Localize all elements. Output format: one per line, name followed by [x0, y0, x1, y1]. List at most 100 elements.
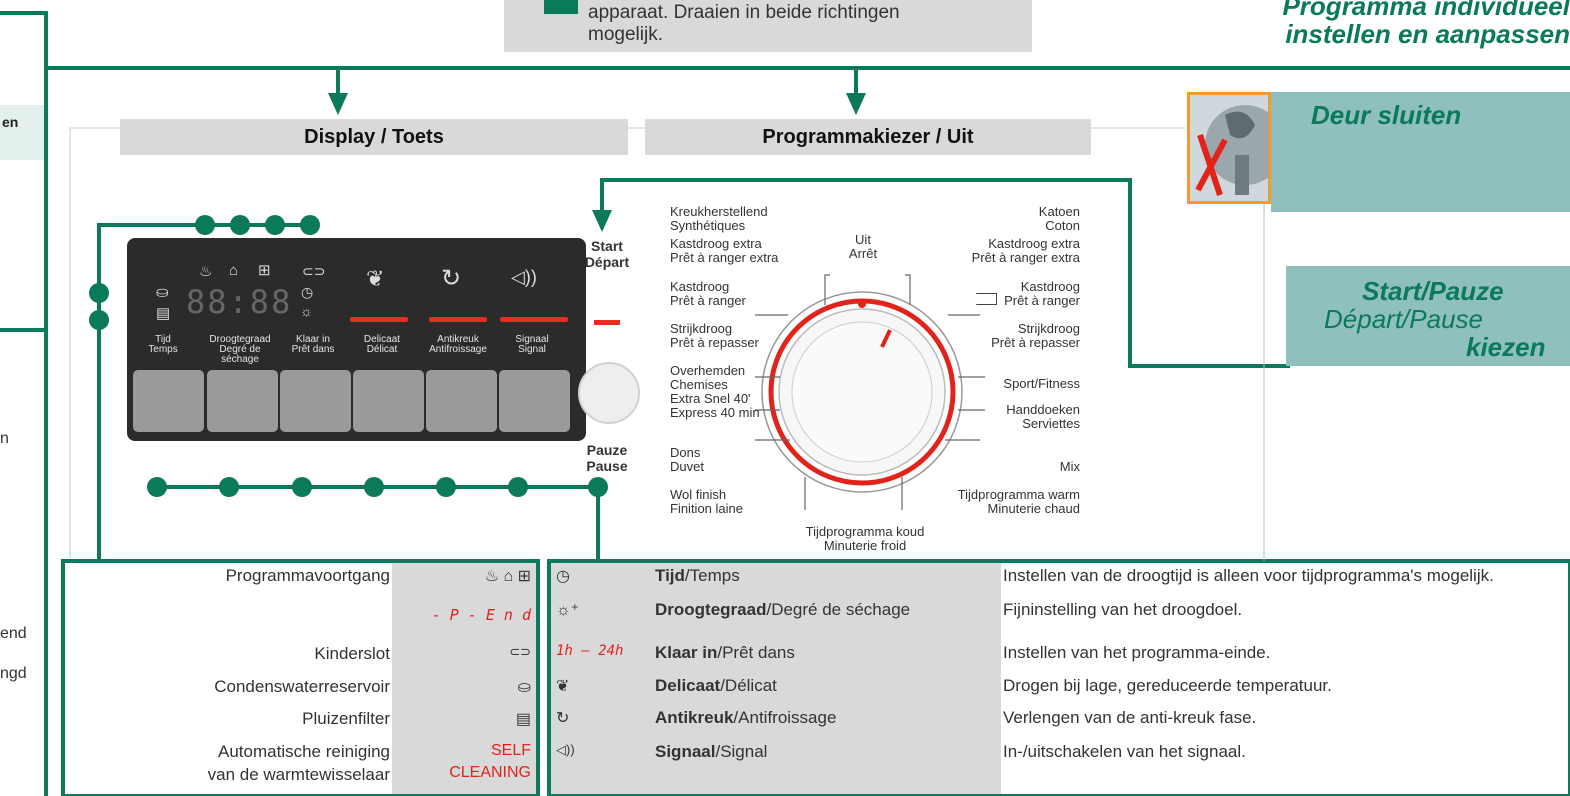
- cupboard-icon: ⊞: [258, 262, 271, 279]
- dial-bottom-fr: Minuterie froid: [823, 538, 907, 553]
- func-title-6: Signaal/Signal: [655, 742, 767, 762]
- func-title-3-rest: /Prêt dans: [717, 643, 795, 662]
- left-snippet-4: ngd: [0, 665, 27, 682]
- label-sechage: séchage: [221, 354, 259, 365]
- left-snippet-1: en: [2, 114, 19, 130]
- prog-r6-nl: Handdoeken: [1006, 402, 1080, 417]
- filter-icon: ▤: [156, 305, 171, 322]
- program-right-5[interactable]: Sport/Fitness: [1003, 377, 1080, 391]
- prog-l2-nl: Kastdroog extra: [670, 236, 762, 251]
- prog-l1-fr: Synthétiques: [670, 218, 746, 233]
- top-right-title-line2: instellen en aanpassen: [1285, 19, 1570, 49]
- program-right-7[interactable]: Mix: [1060, 460, 1080, 474]
- door-illustration-icon: [1195, 105, 1268, 196]
- status-label-1: Programmavoortgang: [225, 566, 390, 585]
- func-symbol-5: ↻: [556, 710, 570, 727]
- status-label-6b: van de warmtewisselaar: [207, 765, 390, 784]
- left-snippet-box: [0, 105, 44, 160]
- prog-r8-fr: Minuterie chaud: [987, 501, 1081, 516]
- pause-label-nl: Pauze: [586, 442, 628, 458]
- prog-l3-nl: Kastdroog: [670, 279, 730, 294]
- label-signal: Signal: [518, 344, 546, 355]
- func-title-5: Antikreuk/Antifroissage: [655, 708, 836, 728]
- header-program-text: Programmakiezer / Uit: [762, 126, 974, 148]
- prog-l5-nl: Overhemden: [670, 363, 746, 378]
- indicator-antikreuk: [429, 317, 487, 322]
- prog-l2-fr: Prêt à ranger extra: [670, 250, 779, 265]
- end-code: - P - E n d: [431, 606, 531, 624]
- door-box: Deur sluiten: [1271, 92, 1570, 212]
- func-title-5-bold: Antikreuk: [655, 708, 734, 727]
- func-title-2-bold: Droogtegraad: [655, 600, 767, 619]
- label-delicat: Délicat: [366, 344, 398, 355]
- water-tank-icon: ⛀: [156, 284, 169, 301]
- start-indicator: [594, 320, 620, 325]
- button-tijd[interactable]: [133, 370, 204, 432]
- filter-status-icon: ▤: [515, 711, 531, 728]
- top-right-title-line1: Programma individueel: [1282, 0, 1570, 21]
- prog-r2-nl: Kastdroog extra: [988, 236, 1080, 251]
- cleaning-text: CLEANING: [449, 764, 531, 781]
- start-pause-button[interactable]: [578, 362, 640, 424]
- iron-icon: ⌂: [229, 262, 239, 279]
- label-tijd: Tijd: [155, 334, 171, 345]
- key-status-icon: ⊂⊃: [509, 644, 531, 659]
- func-symbol-1: ◷: [556, 568, 570, 585]
- func-desc-5: Verlengen van de anti-kreuk fase.: [1003, 708, 1257, 727]
- dial-bottom-nl: Tijdprogramma koud: [805, 524, 925, 539]
- label-antifroissage: Antifroissage: [429, 344, 487, 355]
- func-title-6-rest: /Signal: [715, 742, 768, 761]
- func-desc-3: Instellen van het programma-einde.: [1003, 643, 1271, 662]
- button-antikreuk[interactable]: [426, 370, 497, 432]
- start-line2: Départ/Pause: [1324, 304, 1483, 334]
- program-left-6[interactable]: Extra Snel 40'Express 40 min: [670, 392, 760, 420]
- func-symbol-2: ☼⁺: [556, 602, 580, 619]
- func-title-3-bold: Klaar in: [655, 643, 718, 662]
- dial-top: Uit Arrêt: [824, 233, 902, 261]
- func-title-1-rest: /Temps: [684, 566, 740, 585]
- start-label: Start Départ: [572, 238, 642, 270]
- prog-r8-nl: Tijdprogramma warm: [957, 487, 1080, 502]
- start-line1: Start/Pauze: [1362, 276, 1504, 306]
- button-delicaat[interactable]: [353, 370, 424, 432]
- program-dial[interactable]: [760, 290, 965, 495]
- button-klaar-in[interactable]: [280, 370, 351, 432]
- dial-top-nl: Uit: [855, 232, 871, 247]
- info-icon: [544, 0, 578, 14]
- progress-icons: ♨ ⌂ ⊞: [484, 568, 531, 585]
- prog-l5-fr: Chemises: [670, 377, 728, 392]
- prog-r3-fr: Prêt à ranger: [1004, 293, 1080, 308]
- status-label-6a: Automatische reiniging: [218, 742, 390, 761]
- button-droogtegraad[interactable]: [207, 370, 278, 432]
- prog-l3-fr: Prêt à ranger: [670, 293, 746, 308]
- func-desc-4: Drogen bij lage, gereduceerde temperatuu…: [1003, 676, 1332, 695]
- top-right-title: Programma individueel instellen en aanpa…: [1120, 0, 1570, 48]
- top-note-box: apparaat. Draaien in beide richtingen mo…: [504, 0, 1032, 52]
- top-note-line2: mogelijk.: [588, 24, 663, 45]
- status-label-3: Kinderslot: [314, 644, 390, 663]
- sun-icon: ☼: [300, 303, 313, 319]
- label-temps: Temps: [148, 344, 178, 355]
- prog-l8-nl: Wol finish: [670, 487, 727, 502]
- self-text: SELF: [490, 742, 531, 759]
- button-signaal[interactable]: [499, 370, 570, 432]
- dial-bottom: Tijdprogramma koud Minuterie froid: [790, 525, 940, 553]
- label-degre: Degré de: [219, 344, 261, 355]
